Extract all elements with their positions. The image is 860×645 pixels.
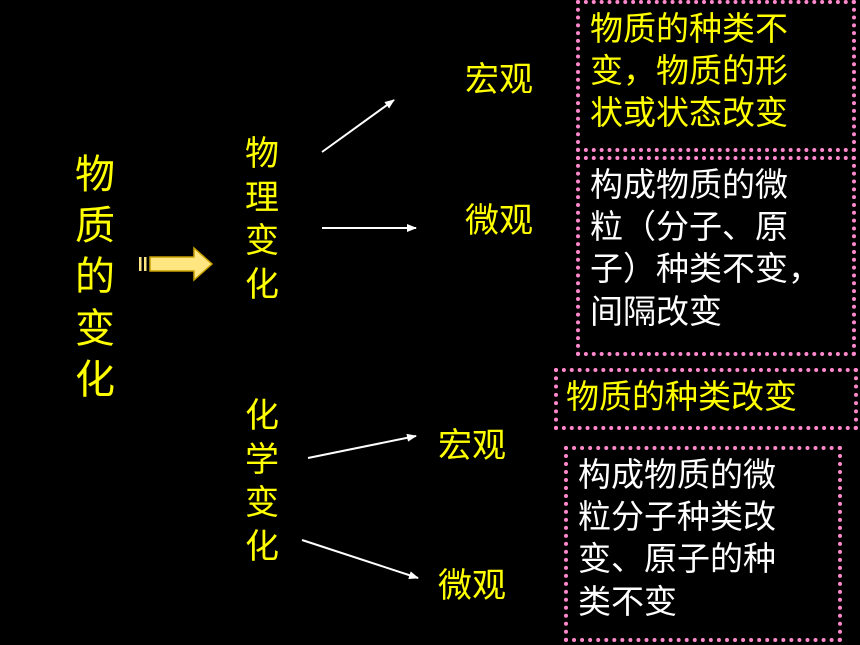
chemical-macro-description: 物质的种类改变 (554, 368, 858, 430)
chemical-macro-label: 宏观 (438, 426, 506, 466)
physical-macro-label: 宏观 (465, 60, 533, 100)
chemical-micro-description: 构成物质的微 粒分子种类改 变、原子的种 类不变 (564, 446, 842, 642)
chemical-micro-label: 微观 (438, 566, 506, 606)
arrow-chemical-micro (301, 539, 419, 579)
physical-macro-description: 物质的种类不 变，物质的形 状或状态改变 (576, 0, 856, 152)
physical-micro-description: 构成物质的微 粒（分子、原 子）种类不变， 间隔改变 (576, 156, 856, 356)
root-label: 物质的变化 (75, 152, 115, 403)
physical-micro-label: 微观 (465, 201, 533, 241)
main-arrow-icon (139, 246, 214, 282)
physical-change-label: 物理变化 (245, 134, 279, 305)
arrow-physical-macro (321, 99, 395, 153)
chemical-change-label: 化学变化 (245, 396, 279, 567)
arrow-chemical-macro (307, 433, 417, 459)
